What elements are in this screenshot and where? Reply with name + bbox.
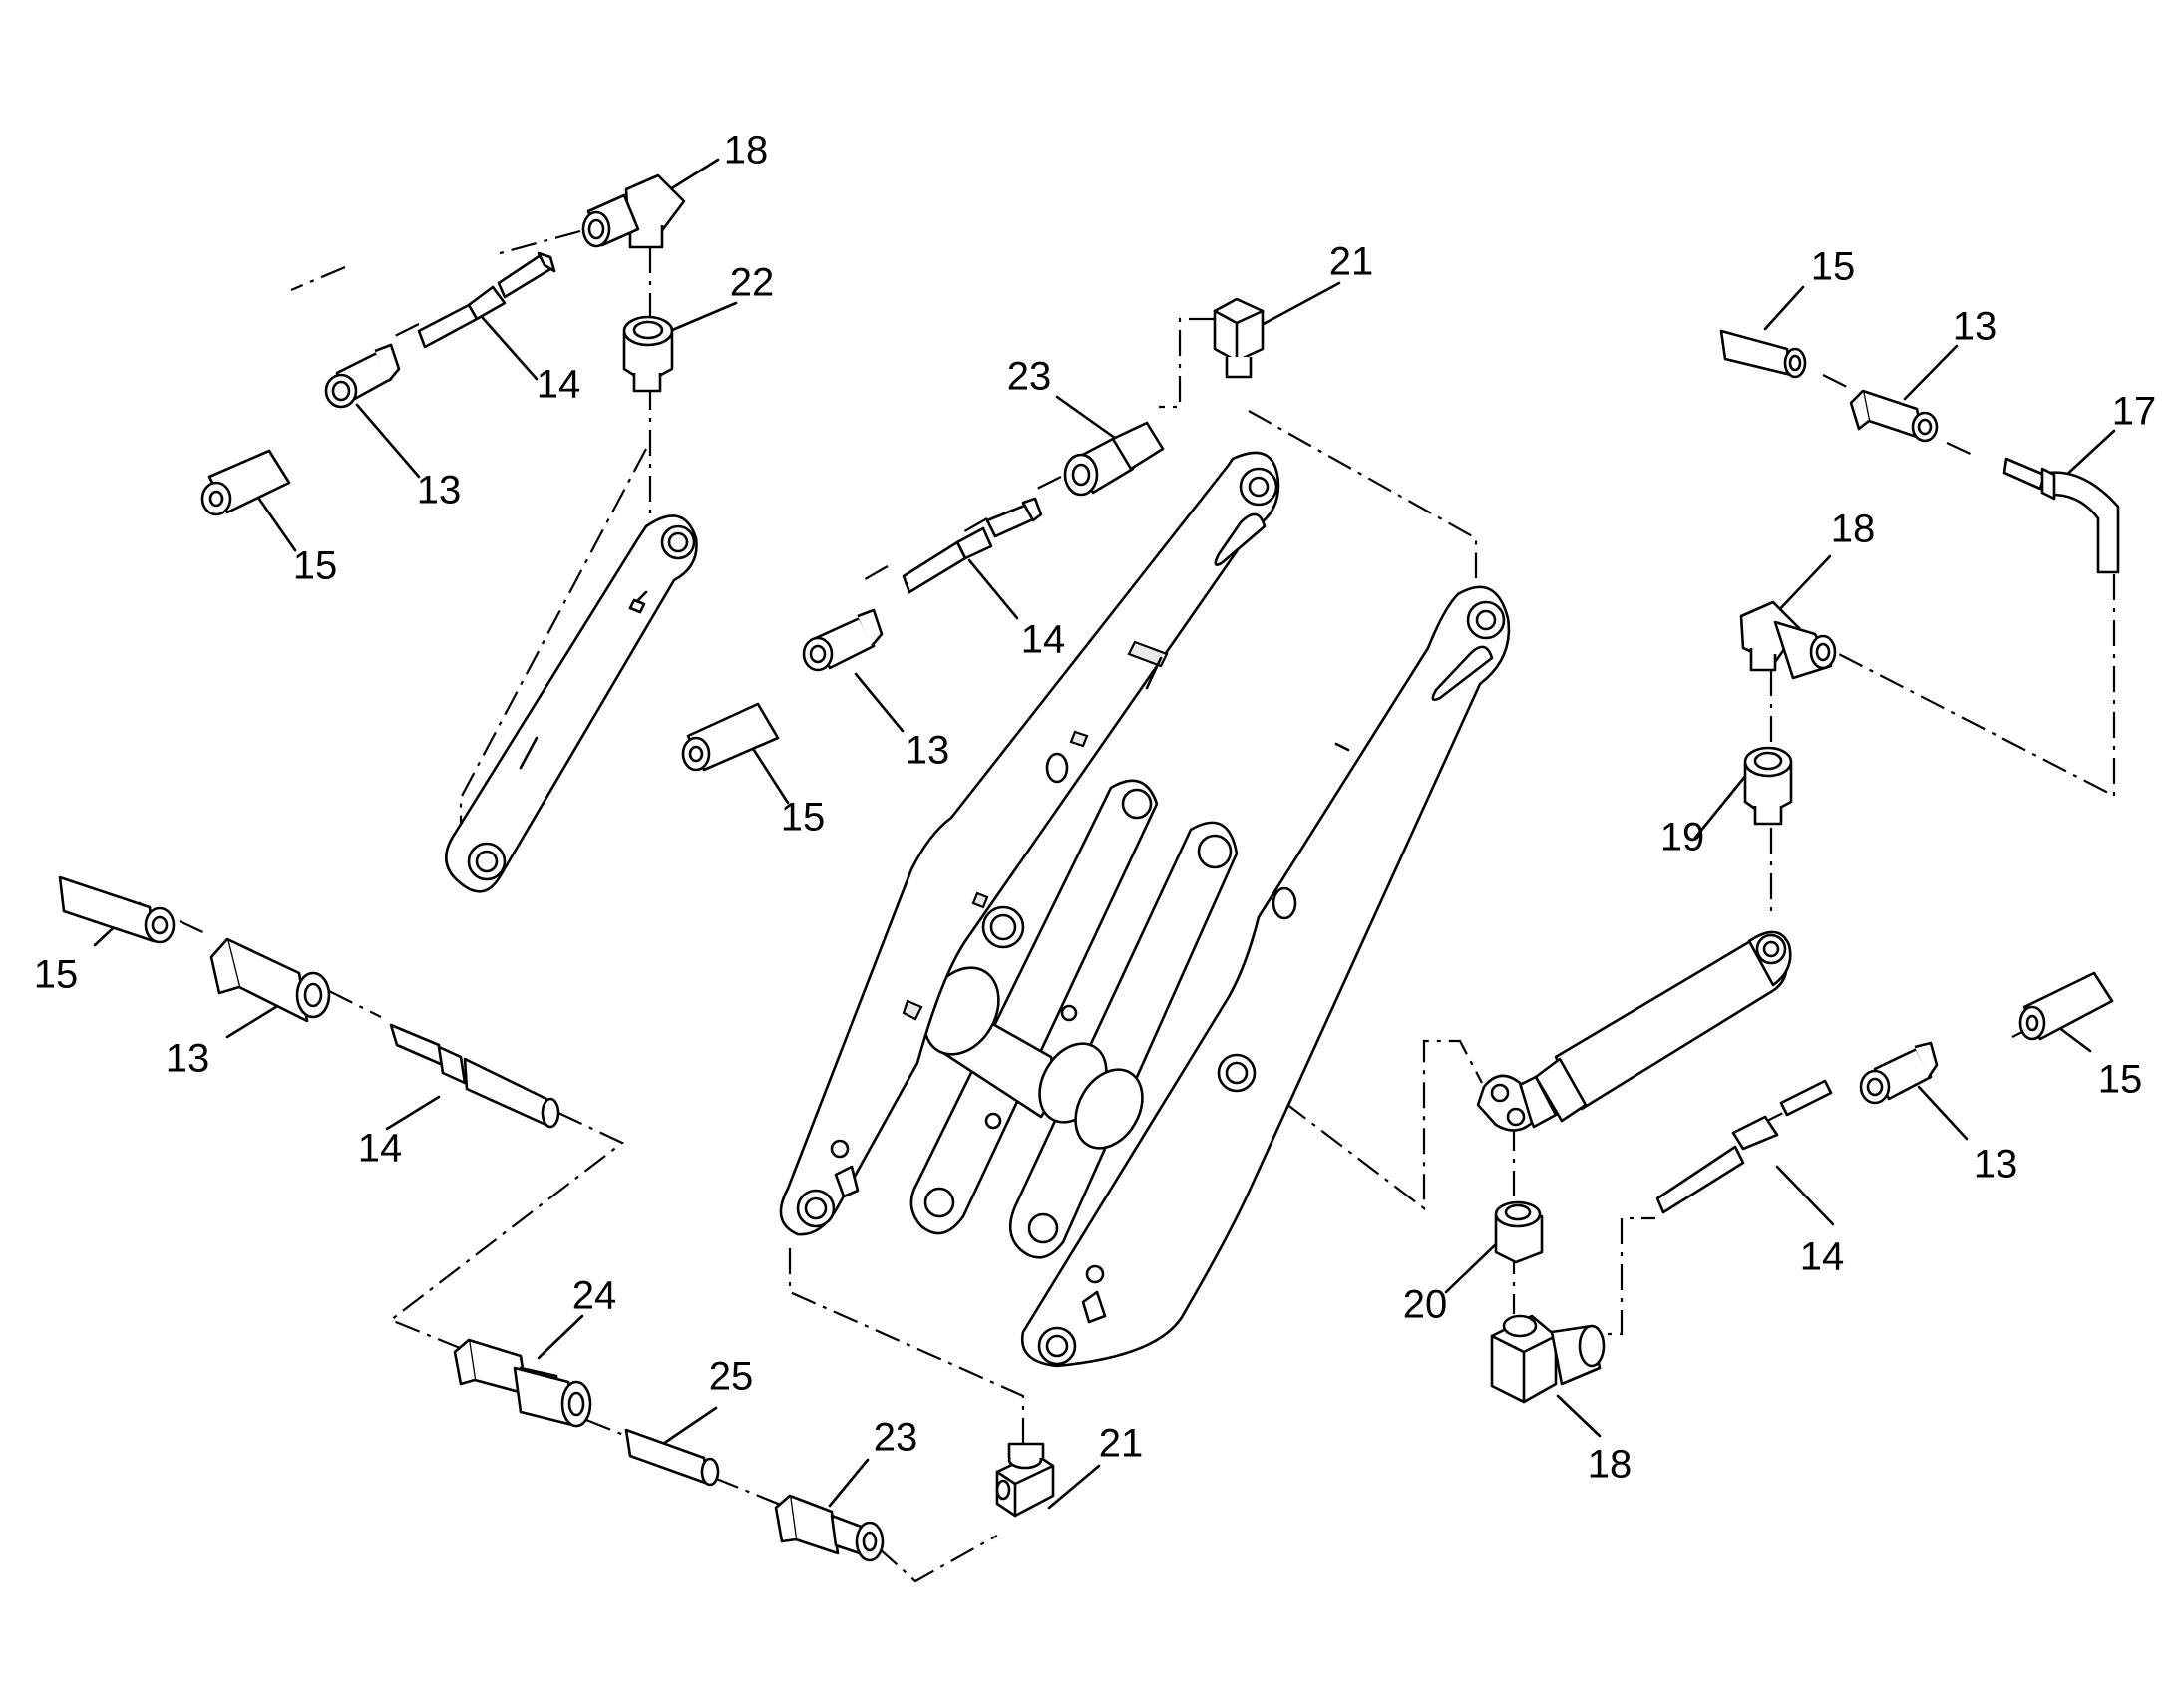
callout-13-right: 13: [1974, 1143, 2018, 1187]
elbow-fitting-18-bottom-right: [1490, 1314, 1606, 1404]
union-23-bottom: [774, 1494, 885, 1562]
nut-13-right: [1859, 1041, 1939, 1105]
callout-14-right: 14: [1800, 1235, 1845, 1279]
callout-20: 20: [1403, 1283, 1448, 1327]
callout-14-top-left: 14: [537, 363, 581, 407]
callout-21-top: 21: [1329, 240, 1374, 284]
callout-23-bottom: 23: [874, 1416, 918, 1460]
callout-15-left: 15: [34, 953, 79, 997]
callout-13-left: 13: [166, 1037, 210, 1081]
tube-15-center: [681, 702, 780, 772]
union-23-top: [1063, 421, 1165, 497]
callout-15-right: 15: [2098, 1058, 2143, 1102]
callout-18-right: 18: [1831, 508, 1876, 551]
tube-15-top-right: [1719, 329, 1807, 379]
sleeve-14-left: [389, 1023, 560, 1129]
nut-13-top-right: [1849, 389, 1939, 443]
tube-15-left: [58, 875, 176, 944]
callout-22: 22: [730, 261, 775, 305]
sleeve-14-right: [1655, 1079, 1833, 1214]
callout-15-top-right: 15: [1811, 245, 1856, 289]
leader-lines: [93, 158, 2116, 1510]
nut-13-top-left: [324, 343, 401, 409]
sleeve-14-top-left: [417, 251, 556, 349]
callout-13-center: 13: [906, 729, 950, 773]
callout-24: 24: [572, 1274, 617, 1318]
tube-25: [624, 1428, 720, 1487]
tube-15-top-left: [200, 449, 291, 516]
callout-23-top: 23: [1007, 355, 1052, 399]
main-lift-frame: [779, 451, 1511, 1368]
callout-25: 25: [709, 1355, 754, 1399]
elbow-fitting-18-top: [581, 173, 686, 249]
elbow-tube-17: [2002, 457, 2120, 574]
callout-14-left: 14: [358, 1127, 403, 1171]
gas-spring-cylinder: [1476, 930, 1792, 1132]
connector-20: [1494, 1200, 1544, 1264]
callout-14-center: 14: [1021, 618, 1066, 662]
nut-13-center: [802, 608, 884, 672]
callout-18-top: 18: [724, 129, 769, 172]
callout-labels: 18 22 14 13 15 21 23 14 13 15 15 13 17 1…: [34, 129, 2157, 1487]
cube-fitting-21-top: [1213, 297, 1265, 379]
callout-13-top-right: 13: [1953, 305, 1998, 349]
link-arm-left: [445, 514, 698, 893]
callout-15-top-left: 15: [293, 544, 338, 588]
union-24: [453, 1338, 592, 1428]
sleeve-14-center: [902, 497, 1043, 594]
callout-13-top-left: 13: [417, 469, 462, 512]
tube-15-right: [2018, 971, 2114, 1041]
callout-19: 19: [1660, 816, 1705, 859]
callout-15-center: 15: [781, 796, 826, 840]
callout-17: 17: [2112, 390, 2157, 434]
callout-18-bottom-right: 18: [1588, 1443, 1633, 1487]
tee-fitting-22: [622, 315, 674, 393]
elbow-fitting-18-right: [1739, 600, 1837, 680]
tee-fitting-19: [1743, 746, 1793, 826]
nut-13-left: [209, 937, 331, 1023]
assembly-lines: [179, 229, 2116, 1583]
cube-fitting-21-bottom: [995, 1442, 1055, 1518]
callout-21-bottom: 21: [1099, 1422, 1144, 1466]
